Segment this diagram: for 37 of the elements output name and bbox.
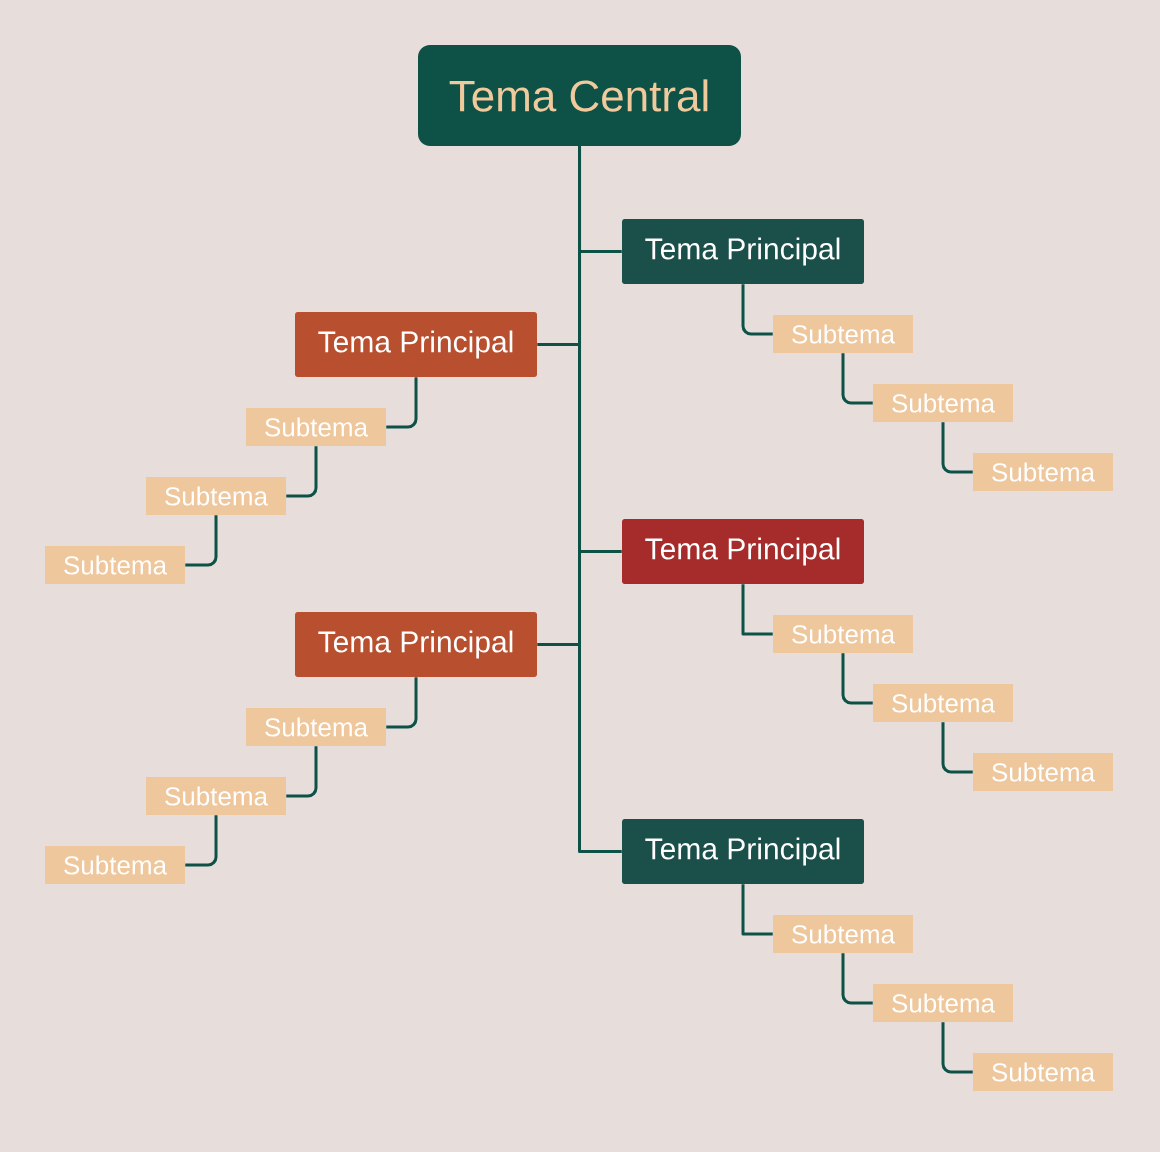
connector-line — [741, 284, 773, 336]
connector-line — [741, 584, 773, 636]
main-topic-box: Tema Principal — [295, 312, 537, 377]
connector-line — [941, 722, 973, 774]
main-topic-box: Tema Principal — [295, 612, 537, 677]
subtopic-box: Subtema — [873, 984, 1013, 1022]
subtopic-box: Subtema — [873, 384, 1013, 422]
connector-line — [941, 1022, 973, 1074]
connector-line — [841, 953, 873, 1005]
connector-line — [286, 446, 318, 498]
subtopic-box: Subtema — [246, 408, 386, 446]
central-topic-box: Tema Central — [418, 45, 741, 146]
subtopic-box: Subtema — [773, 915, 913, 953]
subtopic-box: Subtema — [246, 708, 386, 746]
subtopic-box: Subtema — [45, 846, 185, 884]
connector-line — [185, 815, 218, 867]
main-topic-box: Tema Principal — [622, 519, 864, 584]
subtopic-box: Subtema — [973, 453, 1113, 491]
connector-line — [386, 377, 418, 429]
connector-line — [741, 884, 773, 936]
connector-line — [841, 653, 873, 705]
connector-line — [941, 422, 973, 474]
main-topic-box: Tema Principal — [622, 219, 864, 284]
subtopic-box: Subtema — [773, 615, 913, 653]
connector-line — [386, 677, 418, 729]
subtopic-box: Subtema — [873, 684, 1013, 722]
subtopic-box: Subtema — [146, 477, 286, 515]
subtopic-box: Subtema — [146, 777, 286, 815]
subtopic-box: Subtema — [973, 1053, 1113, 1091]
subtopic-box: Subtema — [973, 753, 1113, 791]
connector-line — [841, 353, 873, 405]
main-topic-box: Tema Principal — [622, 819, 864, 884]
subtopic-box: Subtema — [773, 315, 913, 353]
connector-line — [578, 146, 622, 853]
connector-line — [286, 746, 318, 798]
connector-line — [185, 515, 218, 567]
subtopic-box: Subtema — [45, 546, 185, 584]
